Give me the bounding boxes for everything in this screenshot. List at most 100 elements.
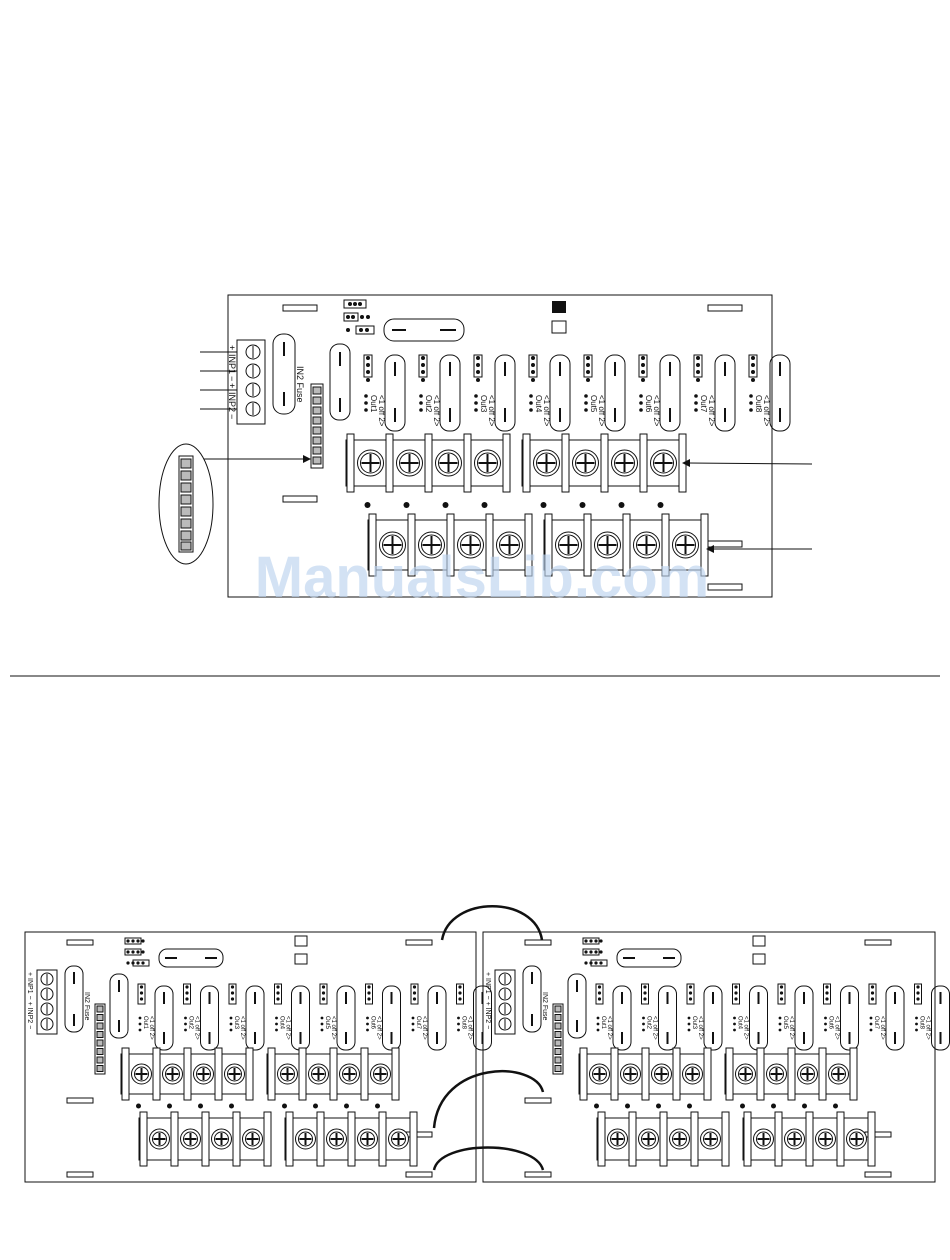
output-channel-1: Out1<1 off 2> [595,983,632,1051]
jumper-label: <1 off 2> [239,1016,245,1040]
mount-slot [707,583,743,591]
jumper-label: <1 off 2> [194,1016,200,1040]
output-label: Out3 [479,395,488,413]
input-labels: + INP1 − + INP2 − [26,972,33,1029]
led-callout-ellipse [158,443,311,565]
output-label: Out1 [600,1016,606,1030]
terminal-dot [802,1103,807,1109]
output-channel-2: Out2<1 off 2> [641,983,677,1051]
jumper [638,354,648,378]
led-column [310,383,324,469]
jumper-label: <1 off 2> [330,1016,336,1040]
output-fuse [329,343,351,421]
jumper-label: <1 off 2> [148,1016,154,1040]
output-label: Out1 [369,395,378,413]
jumper-label: <1 off 2> [652,1016,658,1040]
terminal-dot [282,1103,287,1109]
jumper [363,354,373,378]
jumper-label: <1 off 2> [432,395,441,427]
terminal-dot [540,502,547,508]
output-label: Out4 [279,1016,285,1030]
output-label: Out3 [233,1016,239,1030]
output-channel-1: Out1<1 off 2> [137,983,174,1051]
polarity-plus: + [227,345,237,350]
output-fuse [769,354,791,432]
output-label: Out2 [646,1016,652,1030]
output-channel-5: Out5<1 off 2> [319,983,356,1051]
output-label: Out5 [589,395,598,413]
terminal-dot [618,502,625,508]
output-label: Out8 [919,1016,925,1030]
mount-slot [282,495,318,503]
terminal-dot [687,1103,692,1109]
output-label: Out2 [188,1016,194,1030]
jumper-label: <1 off 2> [879,1016,885,1040]
input-label-inp1: INP1 [227,354,237,374]
jumper-label: <1 off 2> [376,1016,382,1040]
terminal-strip-lower [596,1111,876,1167]
output-fuse [494,354,516,432]
terminal-dot [136,1103,141,1109]
output-label: Out5 [324,1016,330,1030]
terminal-dot [594,1103,599,1109]
output-channel-2: Out2<1 off 2> [418,354,461,432]
output-fuse [659,354,681,432]
terminal-dot [656,1103,661,1109]
output-fuse [714,354,736,432]
terminal-strip-lower [367,513,709,577]
jumper-label: <1 off 2> [743,1016,749,1040]
input-labels: + INP1 − + INP2 − [484,972,491,1029]
polarity-minus: − [227,414,237,419]
output-label: Out8 [461,1016,467,1030]
output-label: Out1 [142,1016,148,1030]
terminal-strip-upper [578,1047,858,1101]
output-channel-4: Out4<1 off 2> [732,983,768,1051]
fuse-horizontal [383,318,465,342]
output-channel-7: Out7<1 off 2> [410,983,447,1051]
jumper [418,354,428,378]
terminal-strip-lower [138,1111,418,1167]
jumper-label: <1 off 2> [707,395,716,427]
output-label: Out8 [754,395,763,413]
output-label: Out3 [691,1016,697,1030]
jumper [748,354,758,378]
jumper-label: <1 off 2> [762,395,771,427]
terminal-dot [313,1103,318,1109]
terminal-dot [833,1103,838,1109]
fuse-label: IN2 Fuse [83,992,90,1021]
output-fuse [384,354,406,432]
output-channel-3: Out3<1 off 2> [473,354,516,432]
output-label: Out7 [873,1016,879,1030]
terminal-dot [167,1103,172,1109]
output-label: Out7 [415,1016,421,1030]
interconnect-wires [432,905,545,1171]
pointer-arrow [687,462,813,465]
terminal-dot [375,1103,380,1109]
terminal-strip-upper [120,1047,400,1101]
output-channel-2: Out2<1 off 2> [183,983,219,1051]
output-channel-6: Out6<1 off 2> [365,983,401,1051]
input-terminal-block: INP1 INP2 + − + − [227,339,266,425]
output-channel-4: Out4<1 off 2> [274,983,310,1051]
terminal-dot [229,1103,234,1109]
terminal-dot [579,502,586,508]
output-label: Out6 [828,1016,834,1030]
terminal-dot [364,502,371,508]
board-outline [227,294,773,598]
jumper-label: <1 off 2> [542,395,551,427]
mount-slot [707,304,743,312]
output-channel-8: Out8<1 off 2> [914,983,950,1051]
output-channel-7: Out7<1 off 2> [868,983,905,1051]
led-indicator [552,301,566,313]
jumper-label: <1 off 2> [487,395,496,427]
fuse-label: IN2 Fuse [295,366,305,403]
jumper-label: <1 off 2> [597,395,606,427]
output-label: Out6 [370,1016,376,1030]
jumper-label: <1 off 2> [285,1016,291,1040]
terminal-dot [625,1103,630,1109]
top-board: INP1 INP2 + − + − IN2 Fuse [158,294,813,610]
jumper-label: <1 off 2> [697,1016,703,1040]
input-fuse [272,333,296,415]
